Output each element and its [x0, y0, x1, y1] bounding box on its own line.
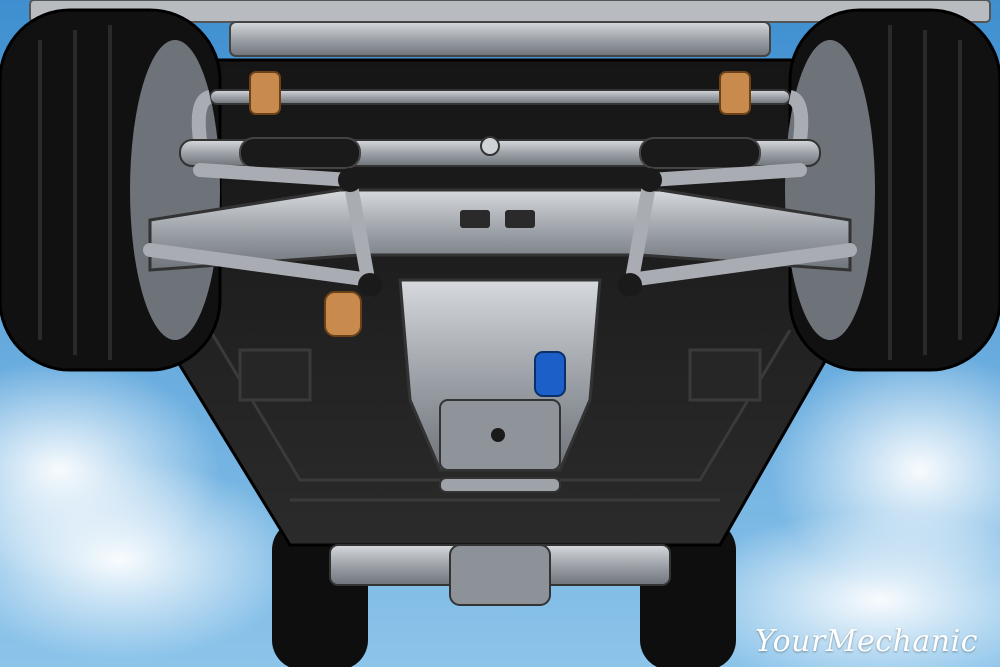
- control-arm-bushing: [324, 291, 362, 337]
- brand-watermark: YourMechanic: [754, 624, 978, 659]
- sway-bar: [191, 71, 809, 141]
- steering-rack: [179, 136, 821, 169]
- front-right-tire: [785, 8, 1000, 372]
- floor-pan-ribs: [208, 329, 792, 502]
- transmission: [398, 278, 602, 472]
- front-left-tire: [0, 8, 222, 372]
- clouds: [0, 350, 1000, 667]
- rear-axle: [329, 544, 671, 606]
- highlighted-component: [534, 351, 566, 397]
- driveshaft: [439, 477, 561, 493]
